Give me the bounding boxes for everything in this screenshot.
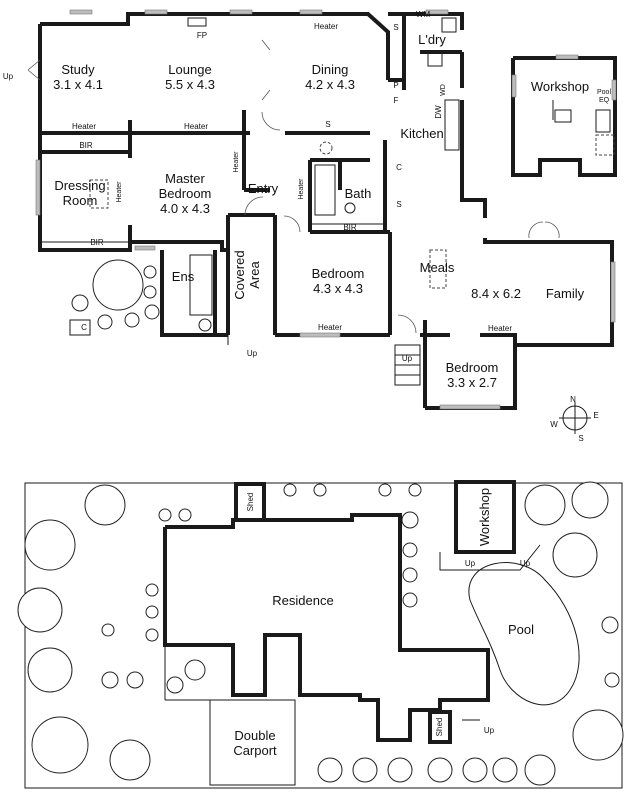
carport-label-1: Double	[234, 728, 275, 743]
room-master-size: 4.0 x 4.3	[160, 201, 210, 216]
compass-w: W	[550, 420, 558, 429]
bir-label-top: BIR	[79, 141, 93, 150]
room-bedroom2-label: Bedroom	[312, 266, 365, 281]
fp-label: FP	[197, 31, 207, 40]
up-label-site-2: Up	[520, 559, 531, 568]
residence-label: Residence	[272, 593, 333, 608]
room-lounge-label: Lounge	[168, 62, 211, 77]
floor-plan: Study 3.1 x 4.1 Lounge 5.5 x 4.3 Dining …	[3, 9, 617, 443]
carport-label-2: Carport	[233, 743, 277, 758]
dw-label: DW	[434, 105, 443, 119]
compass-n: N	[570, 395, 576, 404]
p-label: P	[393, 81, 398, 90]
room-study-label: Study	[61, 62, 95, 77]
compass-s: S	[578, 434, 583, 443]
room-meals-label: Meals	[420, 260, 455, 275]
up-label-study: Up	[3, 72, 14, 81]
bir-label-bath: BIR	[343, 223, 357, 232]
pool-label: Pool	[508, 622, 534, 637]
workshop-site-label: Workshop	[477, 488, 492, 546]
room-ens-label: Ens	[172, 269, 195, 284]
room-study-size: 3.1 x 4.1	[53, 77, 103, 92]
pool-eq-label-2: EQ	[599, 97, 610, 104]
compass-e: E	[593, 411, 598, 420]
c-label-courtyard: C	[81, 323, 87, 332]
room-covered-label-2: Area	[247, 261, 262, 289]
room-bedroom2-size: 4.3 x 4.3	[313, 281, 363, 296]
room-dressing-label: Dressing	[54, 178, 105, 193]
s-label-dining: S	[325, 120, 330, 129]
wd-label: WD	[440, 84, 447, 96]
site-plan: Residence Pool Workshop Shed Shed Double…	[17, 480, 624, 789]
heater-label-bedroom2: Heater	[318, 323, 342, 332]
s-label-laundry: S	[393, 23, 398, 32]
heater-label-family: Heater	[488, 324, 512, 333]
f-label: F	[394, 96, 399, 105]
shed-label-bottom: Shed	[435, 718, 444, 737]
room-master-label: Master	[165, 171, 205, 186]
room-dining-label: Dining	[312, 62, 349, 77]
room-dining-size: 4.2 x 4.3	[305, 77, 355, 92]
room-laundry-label: L'dry	[418, 32, 446, 47]
room-family-size: 8.4 x 6.2	[471, 286, 521, 301]
c-label-kitchen: C	[396, 163, 402, 172]
heater-label-study: Heater	[72, 122, 96, 131]
room-kitchen-label: Kitchen	[400, 126, 443, 141]
up-label-bedroom3: Up	[402, 354, 413, 363]
bir-label-bottom: BIR	[90, 238, 104, 247]
up-label-site-1: Up	[465, 559, 476, 568]
up-label-covered: Up	[247, 349, 258, 358]
room-workshop-label: Workshop	[531, 79, 589, 94]
room-bath-label: Bath	[345, 186, 372, 201]
heater-label-lounge: Heater	[184, 122, 208, 131]
heater-label-entry: Heater	[298, 178, 305, 200]
up-label-site-3: Up	[484, 726, 495, 735]
room-dressing-label-2: Room	[63, 193, 98, 208]
heater-label-dining: Heater	[314, 22, 338, 31]
pool-eq-label-1: Pool	[597, 89, 611, 96]
room-bedroom3-label: Bedroom	[446, 360, 499, 375]
room-entry-label: Entry	[248, 181, 279, 196]
room-lounge-size: 5.5 x 4.3	[165, 77, 215, 92]
room-master-label-2: Bedroom	[159, 186, 212, 201]
s-label-kitchen: S	[396, 200, 401, 209]
room-family-label: Family	[546, 286, 585, 301]
room-bedroom3-size: 3.3 x 2.7	[447, 375, 497, 390]
shed-label-top: Shed	[246, 493, 255, 512]
room-covered-label: Covered	[232, 250, 247, 299]
pool-shape	[468, 562, 580, 706]
wm-label: WM	[416, 10, 431, 19]
heater-label-master: Heater	[233, 151, 240, 173]
heater-label-dressing: Heater	[116, 181, 123, 203]
